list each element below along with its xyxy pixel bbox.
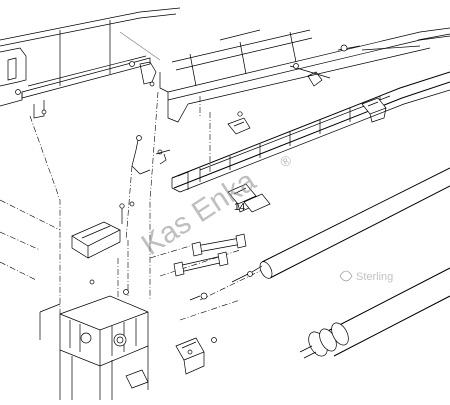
watermark-registered-mark: ®: [277, 151, 295, 170]
bottom-bracket: [175, 337, 205, 375]
roller-shaft-upper: [231, 167, 450, 283]
part-callout-14: 14: [234, 202, 246, 213]
rail-clip-upper-right: [361, 97, 387, 123]
rail-clip-part-14: [227, 183, 271, 213]
rail-clip-center: [227, 111, 251, 135]
drive-assembly: [39, 295, 149, 400]
right-upper-bracket: [289, 33, 450, 87]
link-rod-upper: [191, 233, 247, 257]
watermark-secondary: Sterling: [356, 271, 393, 283]
wire-harness: [125, 135, 171, 241]
guide-rail-assembly: [171, 71, 450, 193]
top-frame-rail: [0, 7, 181, 119]
fasteners: [89, 201, 217, 343]
watermark-secondary-logo: Sterling: [339, 270, 393, 283]
small-bracket: [71, 203, 125, 259]
roller-shaft-lower: [299, 267, 450, 359]
top-cover-panel: [119, 27, 450, 123]
link-rod-lower: [173, 251, 229, 277]
